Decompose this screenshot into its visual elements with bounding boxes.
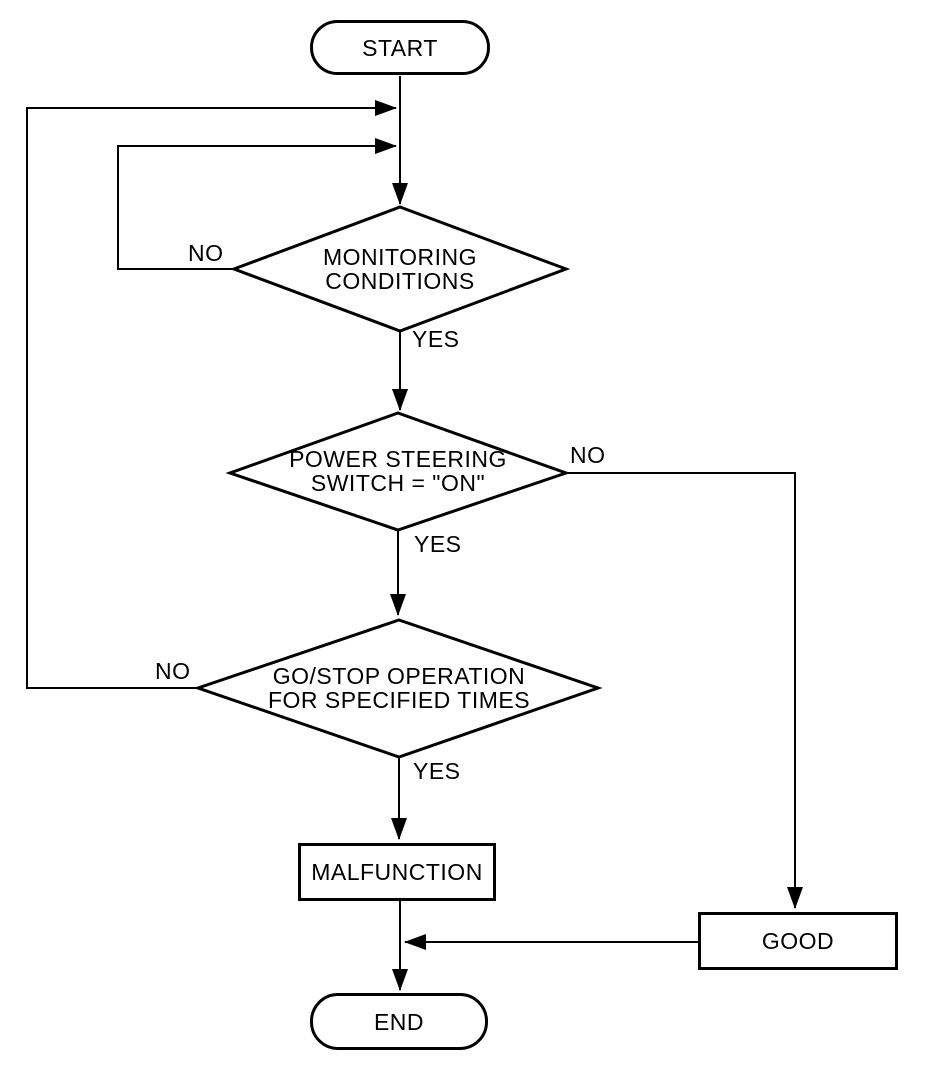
power-steering-label: POWER STEERING SWITCH = "ON" xyxy=(289,446,507,496)
go-stop-no-label: NO xyxy=(155,658,191,684)
go-stop-label: GO/STOP OPERATION FOR SPECIFIED TIMES xyxy=(267,663,531,713)
start-node: START xyxy=(310,20,490,75)
monitoring-conditions-label: MONITORING CONDITIONS xyxy=(322,244,478,294)
go-stop-yes-label: YES xyxy=(413,758,461,784)
edge-go-stop-no-loop xyxy=(26,100,397,689)
malfunction-node: MALFUNCTION xyxy=(298,843,496,901)
go-stop-diamond xyxy=(193,618,603,759)
edge-monitoring-no-loop xyxy=(117,138,397,270)
monitoring-conditions-diamond xyxy=(229,205,571,333)
monitoring-no-label: NO xyxy=(188,240,224,266)
monitoring-yes-label: YES xyxy=(412,326,460,352)
good-label: GOOD xyxy=(761,928,835,954)
end-node: END xyxy=(310,993,488,1050)
edge-power-steering-no xyxy=(566,472,803,909)
power-steering-diamond xyxy=(225,411,571,532)
end-label: END xyxy=(373,1008,425,1035)
power-steering-no-label: NO xyxy=(570,442,606,468)
malfunction-label: MALFUNCTION xyxy=(311,859,483,885)
start-label: START xyxy=(362,34,438,61)
power-steering-yes-label: YES xyxy=(414,531,462,557)
good-node: GOOD xyxy=(698,912,898,970)
